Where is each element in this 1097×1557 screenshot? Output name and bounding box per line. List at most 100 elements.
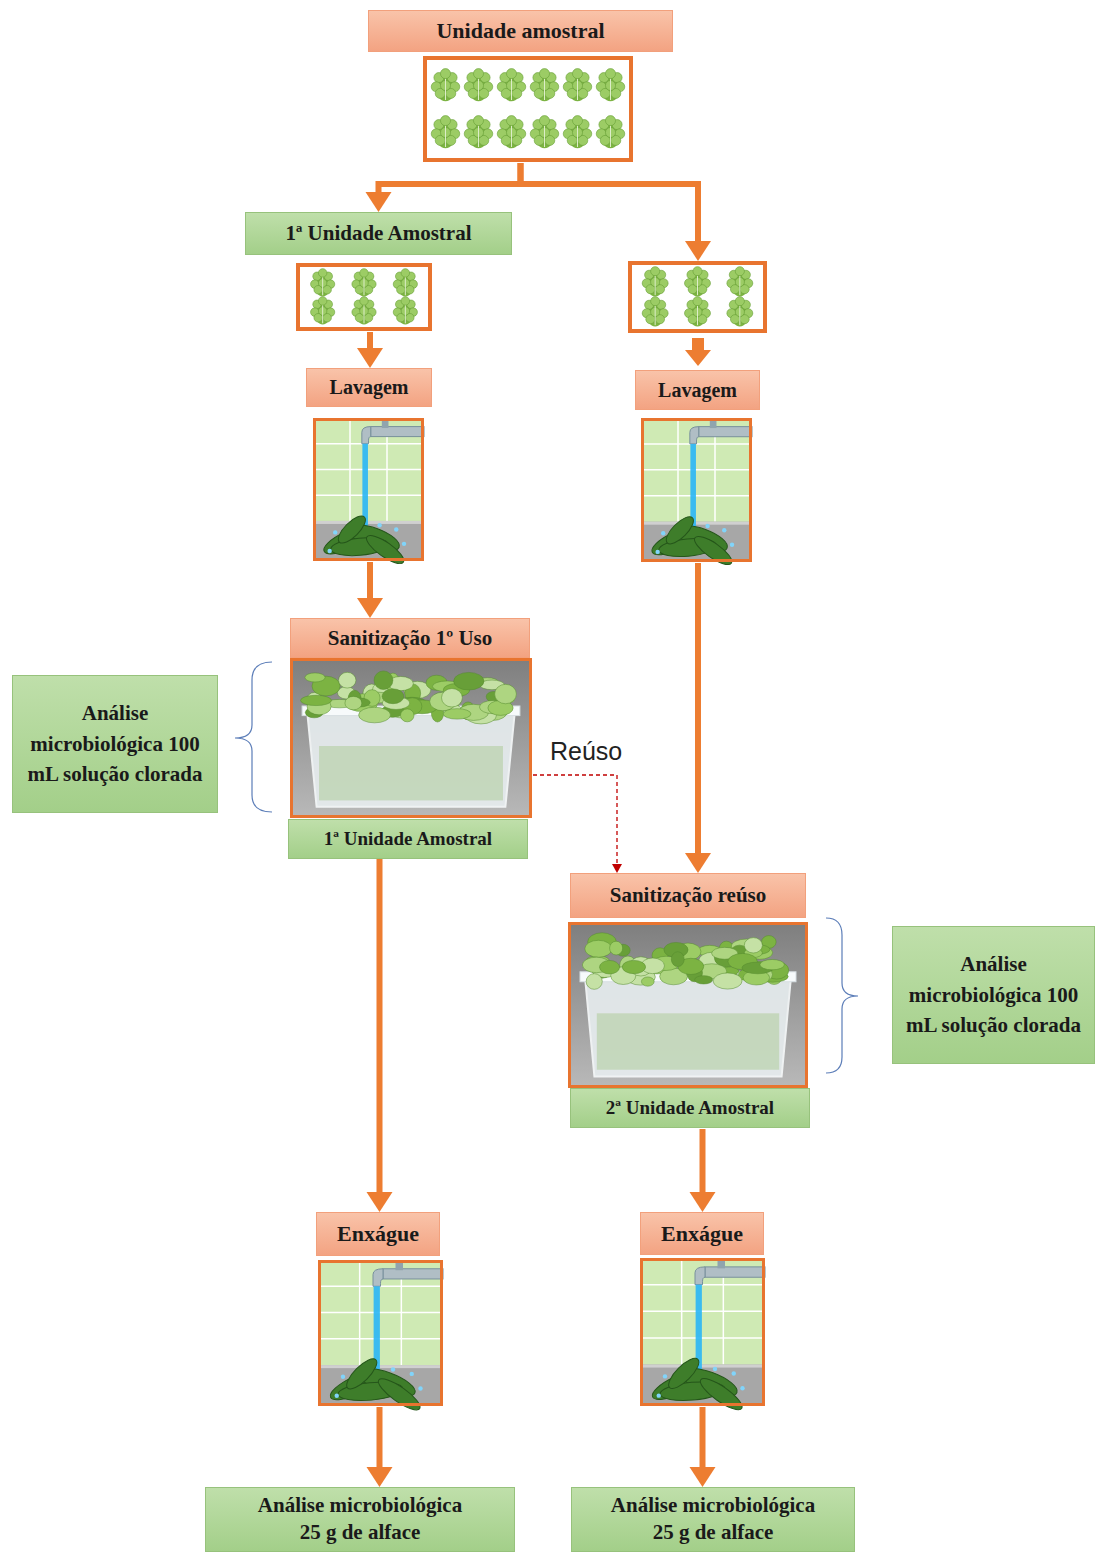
illustration-part [445, 79, 446, 100]
illustration-part [651, 297, 660, 306]
illustration-part [691, 532, 736, 569]
arrowhead [366, 192, 392, 212]
connector [690, 1129, 716, 1212]
illustration-part [735, 297, 744, 306]
illustration-part [374, 671, 393, 690]
illustration-part [393, 297, 417, 325]
arrowhead [612, 864, 622, 873]
illustration-part [360, 297, 369, 306]
illustration-part [630, 263, 765, 331]
illustration-part [722, 528, 726, 532]
faucet-illustration [640, 1258, 765, 1406]
illustration-part [375, 1374, 424, 1415]
illustration-part [563, 69, 592, 102]
illustration-part [334, 512, 369, 547]
illustration-part [640, 1365, 765, 1368]
illustration-part [695, 1267, 705, 1285]
illustration-part [640, 1337, 765, 1339]
illustration-part [345, 696, 362, 709]
illustration-part [391, 1367, 395, 1371]
illustration-part [605, 116, 615, 126]
rinse-step: Enxágue [640, 1212, 765, 1407]
illustration-part [760, 959, 784, 969]
illustration-part [642, 267, 668, 297]
illustration-part [478, 79, 479, 100]
connector-line [379, 163, 521, 194]
illustration-part [697, 1374, 746, 1415]
connector-line [700, 1129, 706, 1194]
illustration-part [693, 267, 702, 276]
illustration-part [610, 941, 623, 955]
connector-line [521, 163, 699, 243]
lettuce-illustration [628, 261, 767, 333]
illustration-part [740, 1386, 744, 1390]
sample-label: 2ª Unidade Amostral [570, 1088, 810, 1128]
illustration-part [318, 1312, 443, 1314]
illustration-part [301, 695, 332, 705]
arrowhead [690, 1467, 716, 1487]
illustration-part [290, 658, 532, 818]
sanitize-step: Sanitização reúso2ª Unidade Amostral [568, 873, 811, 1129]
illustration-part [693, 297, 702, 306]
illustration-part [705, 524, 709, 528]
illustration-part [662, 513, 697, 548]
illustration-part [383, 1269, 443, 1279]
illustration-part [685, 338, 711, 366]
illustration-part [511, 79, 512, 100]
illustration-part [600, 960, 620, 973]
illustration-part [663, 1374, 667, 1378]
illustration-part [657, 1393, 661, 1397]
illustration-part [311, 269, 335, 297]
analysis-box: Análise microbiológica 25 g de alface [205, 1487, 515, 1552]
illustration-part [697, 306, 698, 325]
illustration-part [313, 469, 424, 471]
illustration-part [315, 420, 423, 560]
illustration-part [640, 1311, 765, 1313]
illustration-part [511, 126, 512, 147]
arrowhead [357, 598, 383, 618]
illustration-part [713, 1367, 717, 1371]
sample-panel: Unidade amostral [368, 10, 673, 163]
analysis-text: Análise microbiológica 100 mL solução cl… [901, 949, 1086, 1040]
illustration-part [570, 924, 807, 1087]
illustration-part [311, 297, 335, 325]
illustration-part [544, 79, 545, 100]
illustration-part [360, 269, 369, 278]
illustration-part [497, 116, 526, 149]
analysis-box: Análise microbiológica 25 g de alface [571, 1487, 855, 1552]
illustration-part [596, 116, 625, 149]
illustration-part [732, 1371, 736, 1375]
illustration-part [641, 469, 752, 471]
illustration-part [539, 116, 549, 126]
illustration-part [585, 940, 612, 957]
illustration-part [401, 269, 410, 278]
connector-line [700, 1407, 706, 1469]
arrowhead [685, 853, 711, 873]
illustration-part [393, 269, 417, 297]
flow-arrow [685, 338, 711, 366]
illustration-part [699, 427, 752, 437]
connector [357, 332, 383, 368]
sanitizing-tub-photo [290, 658, 532, 818]
arrowhead [690, 1192, 716, 1212]
illustration-part [342, 1355, 381, 1394]
curly-bracket [826, 918, 858, 1073]
illustration-part [335, 1394, 339, 1398]
illustration-part [642, 297, 668, 327]
illustration-part [697, 276, 698, 295]
illustration-part [363, 531, 408, 568]
illustration-part [478, 126, 479, 147]
illustration-part [313, 494, 424, 496]
illustration-part [473, 69, 483, 79]
step-label: Unidade amostral [368, 10, 673, 52]
connector [521, 163, 712, 261]
faucet-illustration [318, 1260, 443, 1406]
illustration-part [401, 297, 410, 306]
step-label: Enxágue [316, 1212, 440, 1256]
illustration-part [655, 306, 656, 325]
illustration-part [364, 277, 365, 295]
illustration-part [318, 297, 327, 306]
illustration-part [333, 530, 337, 534]
illustration-part [442, 689, 463, 707]
illustration-part [327, 549, 331, 553]
